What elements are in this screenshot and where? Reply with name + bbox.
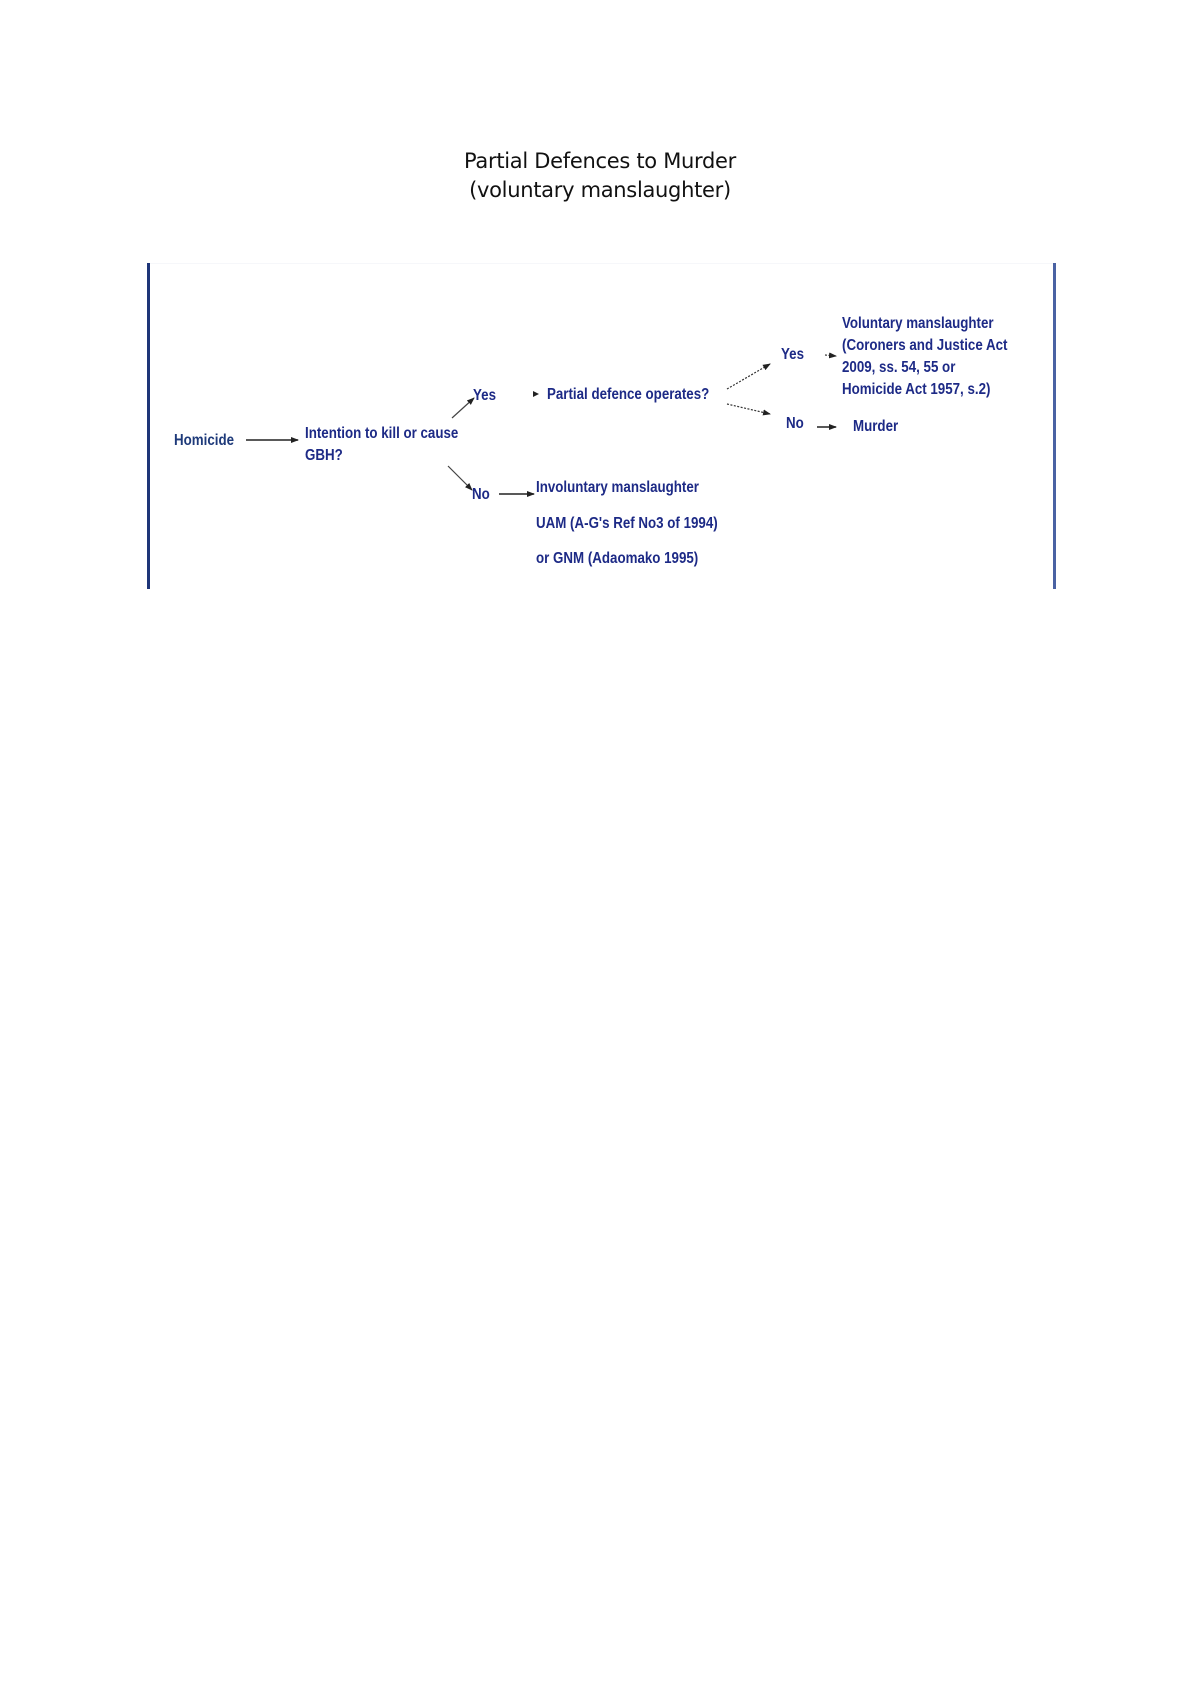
- node-no-1: No: [472, 486, 490, 503]
- node-voluntary-line-2: (Coroners and Justice Act: [842, 337, 1008, 354]
- arrow-intention-to-yes: [451, 397, 475, 419]
- node-murder: Murder: [853, 418, 899, 435]
- node-yes-1: Yes: [473, 387, 496, 404]
- arrow-partial-to-yes: [726, 363, 771, 390]
- arrow-intention-to-no: [447, 465, 473, 491]
- node-partial-defence: Partial defence operates?: [547, 386, 710, 403]
- arrow-partial-to-no: [726, 403, 771, 416]
- node-homicide: Homicide: [174, 432, 234, 449]
- frame-top-border: [150, 263, 1053, 264]
- title-line-2: (voluntary manslaughter): [469, 178, 731, 202]
- node-voluntary-line-3: 2009, ss. 54, 55 or: [842, 359, 956, 376]
- node-intention-line-1: Intention to kill or cause: [305, 425, 459, 442]
- diagram-arrows: [246, 352, 837, 497]
- node-involuntary-line-3: or GNM (Adaomako 1995): [536, 550, 699, 567]
- node-yes-2: Yes: [781, 346, 804, 363]
- node-voluntary-line-4: Homicide Act 1957, s.2): [842, 381, 991, 398]
- node-intention-line-2: GBH?: [305, 447, 343, 464]
- arrow-yes-to-partial-defence: [533, 391, 539, 397]
- frame-left-border: [147, 263, 150, 589]
- frame-right-border: [1053, 263, 1056, 589]
- node-no-2: No: [786, 415, 804, 432]
- node-involuntary-line-2: UAM (A-G's Ref No3 of 1994): [536, 515, 718, 532]
- title-line-1: Partial Defences to Murder: [464, 149, 736, 173]
- node-involuntary-line-1: Involuntary manslaughter: [536, 479, 699, 496]
- page-title: Partial Defences to Murder (voluntary ma…: [0, 147, 1200, 205]
- arrow-yes-to-voluntary: [824, 352, 837, 359]
- node-voluntary-line-1: Voluntary manslaughter: [842, 315, 994, 332]
